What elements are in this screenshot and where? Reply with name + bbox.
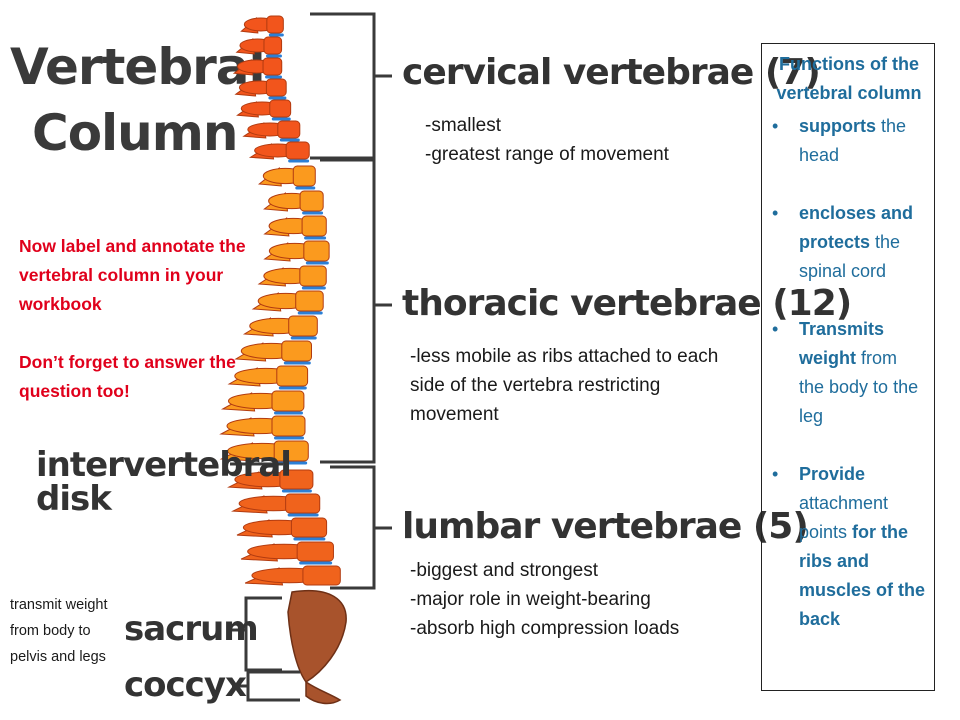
coccyx-bone [305, 680, 342, 705]
intervertebral-disc [278, 386, 307, 390]
function-item: • encloses and protects the spinal cord [772, 199, 926, 286]
label-coccyx: coccyx [124, 665, 247, 705]
label-sacrum: sacrum [124, 609, 259, 649]
bullet-icon: • [772, 319, 779, 339]
function-item: • Transmits weight from the body to the … [772, 315, 926, 431]
functions-box: Functions of the vertebral column • supp… [761, 43, 935, 691]
functions-title: Functions of the vertebral column [776, 54, 922, 103]
function-item: • supports the head [772, 112, 926, 170]
diagram-title: Vertebral Column [10, 34, 266, 166]
label-intervertebral-line1: intervertebral [36, 445, 292, 485]
thoracic-note-1: -less mobile as ribs attached to each [410, 346, 719, 367]
instructions: Now label and annotate the vertebral col… [19, 232, 269, 406]
cervical-vertebra-body [262, 57, 283, 76]
lumbar-vertebra-body [290, 517, 328, 538]
intervertebral-disc [304, 236, 327, 240]
thoracic-vertebra-body [299, 265, 327, 287]
lumbar-note-2: -major role in weight-bearing [410, 589, 651, 610]
sacrum-note: transmit weight from body to pelvis and … [10, 597, 108, 665]
intervertebral-disc [290, 336, 317, 340]
thoracic-vertebra-body [276, 365, 309, 387]
intervertebral-disc [299, 561, 333, 565]
sacrum-bracket [244, 596, 282, 672]
intervertebral-disc [281, 489, 312, 493]
intervertebral-disc [274, 411, 303, 415]
title-line-1: Vertebral [10, 38, 266, 96]
lumbar-vertebra-body [302, 565, 341, 586]
thoracic-vertebra-body [273, 440, 309, 462]
cervical-vertebra-body [266, 15, 284, 34]
bullet-icon: • [772, 116, 779, 136]
thoracic-vertebra-body [292, 165, 316, 187]
title-line-2: Column [32, 104, 238, 162]
lumbar-note-1: -biggest and strongest [410, 560, 599, 581]
thoracic-vertebra-body [295, 290, 324, 312]
region-brackets [230, 12, 392, 702]
label-intervertebral: intervertebral disk [36, 445, 292, 519]
label-lumbar: lumbar vertebrae (5) [402, 506, 809, 547]
cervical-note-2: -greatest range of movement [425, 144, 669, 165]
thoracic-notes: -less mobile as ribs attached to each si… [410, 342, 718, 429]
intervertebral-disc [305, 261, 329, 265]
intervertebral-disc [288, 159, 310, 163]
thoracic-note-3: movement [410, 404, 499, 425]
cervical-vertebra-body [285, 141, 310, 160]
intervertebral-disc [297, 311, 323, 315]
thoracic-note-2: side of the vertebra restricting [410, 375, 661, 396]
intervertebral-disc [302, 211, 324, 215]
thoracic-vertebra-body [288, 315, 318, 337]
sacrum-bone [287, 589, 347, 684]
functions-list: • supports the head • encloses and prote… [772, 112, 926, 634]
lumbar-vertebra-body [279, 469, 314, 490]
cervical-vertebra-body [277, 120, 301, 139]
bullet-icon: • [772, 464, 779, 484]
intervertebral-disc [274, 436, 304, 440]
bullet-icon: • [772, 203, 779, 223]
spine-illustration [219, 15, 347, 705]
lumbar-vertebra-body [285, 493, 321, 514]
cervical-notes: -smallest -greatest range of movement [425, 111, 669, 169]
intervertebral-disc [301, 286, 326, 290]
intervertebral-disc [268, 33, 284, 37]
thoracic-vertebra-body [281, 340, 312, 362]
cervical-vertebra-body [265, 78, 287, 97]
intervertebral-disc [265, 75, 283, 79]
lumbar-note-3: -absorb high compression loads [410, 618, 680, 639]
intervertebral-disc [283, 361, 311, 365]
thoracic-vertebra-body [301, 215, 327, 237]
instruction-label-annotate: Now label and annotate the vertebral col… [19, 236, 246, 314]
label-thoracic: thoracic vertebrae (12) [402, 283, 852, 324]
intervertebral-disc [268, 96, 287, 100]
intervertebral-disc [271, 117, 291, 121]
thoracic-vertebra-body [299, 190, 324, 212]
intervertebral-disc [265, 54, 282, 58]
intervertebral-disc [287, 513, 319, 517]
intervertebral-disc [276, 461, 308, 465]
cervical-note-1: -smallest [425, 115, 502, 136]
lumbar-notes: -biggest and strongest -major role in we… [410, 556, 679, 643]
intervertebral-disc [293, 537, 326, 541]
coccyx-bracket [246, 670, 300, 702]
function-item: • Provide attachment points for the ribs… [772, 460, 926, 634]
intervertebral-disc [279, 138, 300, 142]
thoracic-vertebra-body [303, 240, 330, 262]
cervical-vertebra-body [263, 36, 283, 55]
thoracic-bracket [320, 158, 376, 464]
cervical-vertebra-body [269, 99, 292, 118]
intervertebral-disc [295, 186, 316, 190]
thoracic-vertebra-body [271, 415, 306, 437]
instruction-answer-question: Don’t forget to answer the question too! [19, 352, 236, 401]
cervical-bracket [310, 12, 376, 160]
label-intervertebral-line2: disk [36, 479, 112, 519]
thoracic-vertebra-body [271, 390, 305, 412]
lumbar-vertebra-body [296, 541, 334, 562]
label-cervical: cervical vertebrae (7) [402, 52, 821, 93]
